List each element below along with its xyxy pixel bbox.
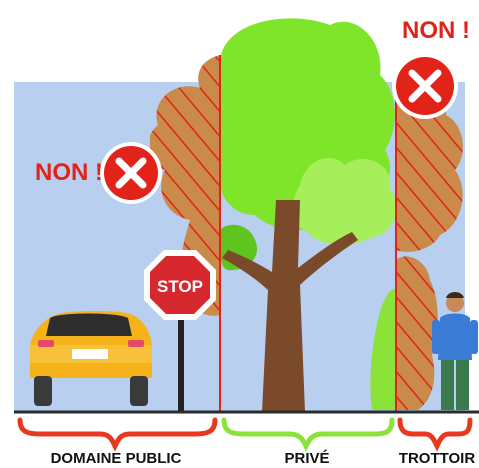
stop-sign-label: STOP	[157, 277, 203, 296]
domaine-public-brace	[17, 417, 218, 452]
non-right-label: NON !	[402, 17, 470, 44]
trottoir-label: TROTTOIR	[399, 450, 476, 467]
private-tree-canopy	[220, 18, 398, 271]
trottoir-brace	[397, 417, 473, 452]
right-prohibition-badge: NON !	[392, 17, 470, 119]
right-overhang-canopy	[396, 77, 463, 410]
person	[432, 292, 478, 410]
left-overhang-canopy	[150, 55, 220, 316]
prive-label: PRIVÉ	[284, 450, 329, 467]
stop-sign: STOP	[144, 250, 216, 412]
hedge-bush	[370, 289, 396, 410]
tree-trunk	[222, 200, 358, 412]
car	[30, 311, 152, 406]
left-prohibition-badge: NON !	[35, 142, 162, 204]
domaine-public-label: DOMAINE PUBLIC	[51, 450, 182, 467]
non-left-label: NON !	[35, 159, 103, 186]
prive-brace	[221, 417, 395, 452]
